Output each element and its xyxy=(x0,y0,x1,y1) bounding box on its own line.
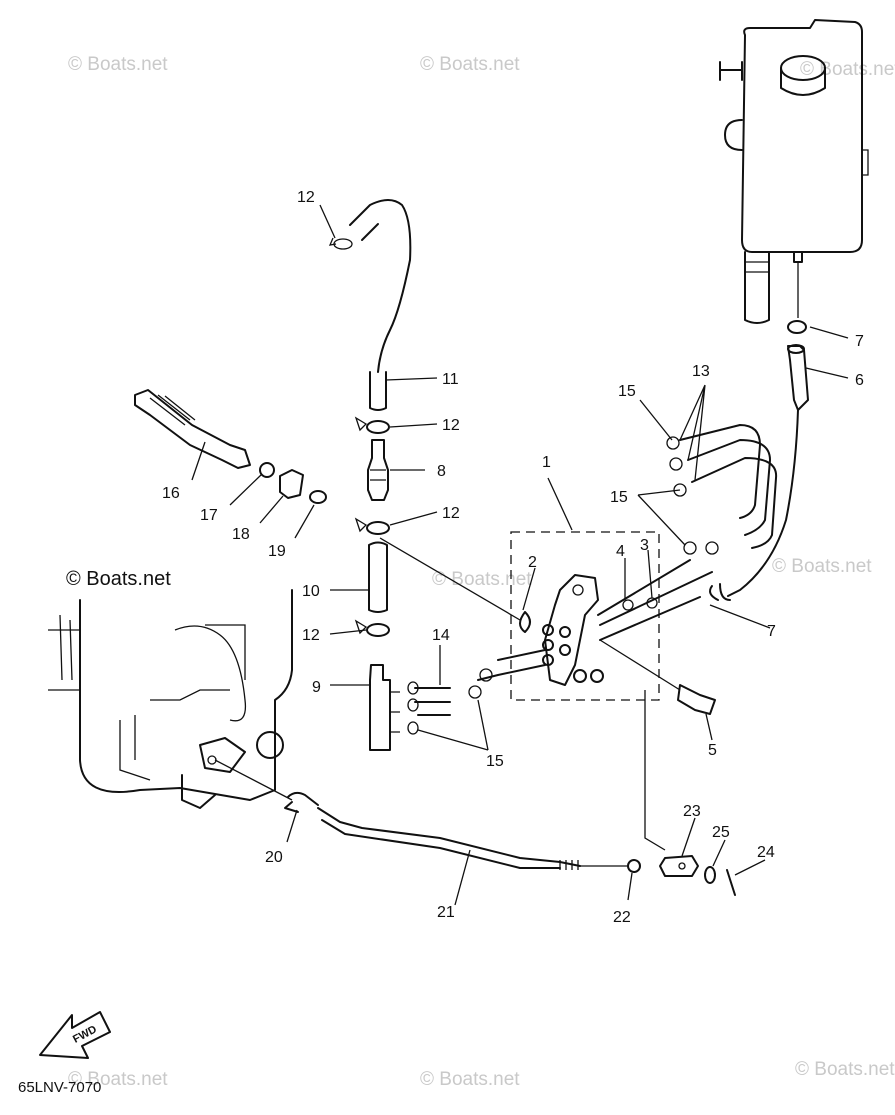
watermark-dark-left: © Boats.net xyxy=(66,568,171,590)
callout-15-bottom: 15 xyxy=(486,753,504,770)
callout-20: 20 xyxy=(265,849,283,866)
callout-22: 22 xyxy=(613,909,631,926)
callout-10: 10 xyxy=(302,583,320,600)
watermarks: © Boats.net © Boats.net © Boats.net © Bo… xyxy=(66,54,895,1090)
callout-12-filter-lower: 12 xyxy=(442,505,460,522)
fitting-7-and-hose-6 xyxy=(709,320,809,601)
callout-12-hose-lower: 12 xyxy=(302,627,320,644)
callout-15-top: 15 xyxy=(618,383,636,400)
callout-7-lower: 7 xyxy=(767,623,776,640)
watermark-bottom-left: © Boats.net xyxy=(68,1069,168,1090)
watermark-top-right: © Boats.net xyxy=(800,59,895,80)
watermark-middle-right: © Boats.net xyxy=(772,556,872,577)
callout-7-top: 7 xyxy=(855,333,864,350)
engine-block xyxy=(48,589,293,809)
callout-12-top: 12 xyxy=(297,189,315,206)
oil-tank xyxy=(719,19,869,324)
callout-25: 25 xyxy=(712,824,730,841)
hoses-13 xyxy=(666,424,778,555)
leader-lines xyxy=(191,204,849,906)
bolt-5 xyxy=(599,639,716,715)
watermark-bottom-center: © Boats.net xyxy=(420,1069,520,1090)
diagram-code: 65LNV-7070 xyxy=(18,1079,101,1096)
callout-3: 3 xyxy=(640,537,649,554)
callout-4: 4 xyxy=(616,543,625,560)
callout-numbers: 1 2 3 4 5 6 7 7 8 9 10 11 12 12 12 12 13… xyxy=(162,189,864,926)
callout-24: 24 xyxy=(757,844,775,861)
fwd-arrow: FWD xyxy=(39,1011,111,1059)
hose-11 xyxy=(328,199,412,411)
hoses-14-clamps-15 xyxy=(407,668,493,735)
callout-19: 19 xyxy=(268,543,286,560)
callout-18: 18 xyxy=(232,526,250,543)
driven-gear-16 xyxy=(134,389,327,504)
callout-15-middle: 15 xyxy=(610,489,628,506)
watermark-bottom-right: © Boats.net xyxy=(795,1059,895,1080)
callout-12-filter-upper: 12 xyxy=(442,417,460,434)
filter-assembly xyxy=(354,416,390,637)
callout-1: 1 xyxy=(542,454,551,471)
watermark-middle: © Boats.net xyxy=(432,569,532,590)
callout-23: 23 xyxy=(683,803,701,820)
callout-9: 9 xyxy=(312,679,321,696)
callout-14: 14 xyxy=(432,627,450,644)
joint-9 xyxy=(369,664,400,751)
oil-pump-1 xyxy=(477,531,713,701)
callout-8: 8 xyxy=(437,463,446,480)
watermark-top-center: © Boats.net xyxy=(420,54,520,75)
callout-2: 2 xyxy=(528,554,537,571)
callout-5: 5 xyxy=(708,742,717,759)
callout-6: 6 xyxy=(855,372,864,389)
callout-16: 16 xyxy=(162,485,180,502)
callout-11: 11 xyxy=(442,371,459,388)
control-link-21 xyxy=(214,690,736,896)
callout-21: 21 xyxy=(437,904,455,921)
watermark-top-left: © Boats.net xyxy=(68,54,168,75)
callout-17: 17 xyxy=(200,507,218,524)
callout-13: 13 xyxy=(692,363,710,380)
